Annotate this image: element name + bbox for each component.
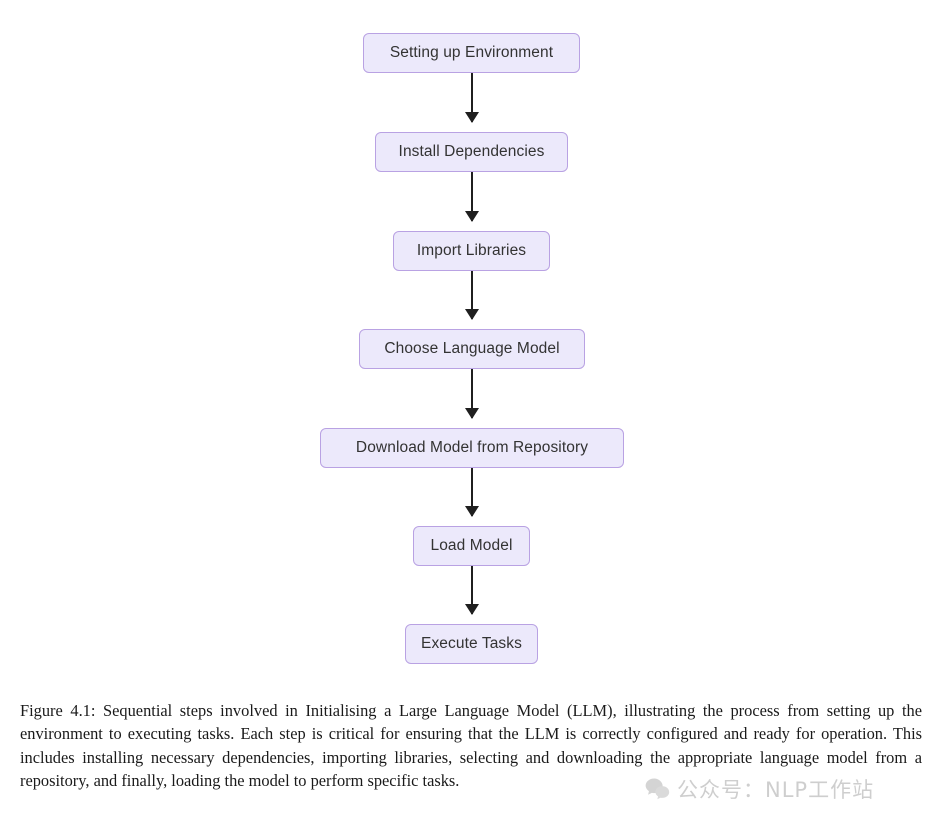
edge-n3-n4 [465,271,479,320]
flowchart-node-download-model-from-repository[interactable]: Download Model from Repository [320,428,624,468]
figure-caption-number: Figure 4.1: [20,701,96,720]
flowchart-diagram: Setting up Environment Install Dependenc… [320,33,624,664]
edge-n1-n2 [465,73,479,123]
flowchart-node-import-libraries[interactable]: Import Libraries [393,231,550,271]
figure-caption-text: Sequential steps involved in Initialisin… [20,701,922,790]
edge-n4-n5 [465,369,479,419]
flowchart-node-install-dependencies[interactable]: Install Dependencies [375,132,568,172]
edge-n5-n6 [465,468,479,517]
flowchart-node-setting-up-environment[interactable]: Setting up Environment [363,33,580,73]
edge-n2-n3 [465,172,479,222]
flowchart-node-load-model[interactable]: Load Model [413,526,530,566]
edge-n6-n7 [465,566,479,615]
flowchart-node-execute-tasks[interactable]: Execute Tasks [405,624,538,664]
flowchart-node-choose-language-model[interactable]: Choose Language Model [359,329,585,369]
figure-caption: Figure 4.1: Sequential steps involved in… [20,699,922,792]
